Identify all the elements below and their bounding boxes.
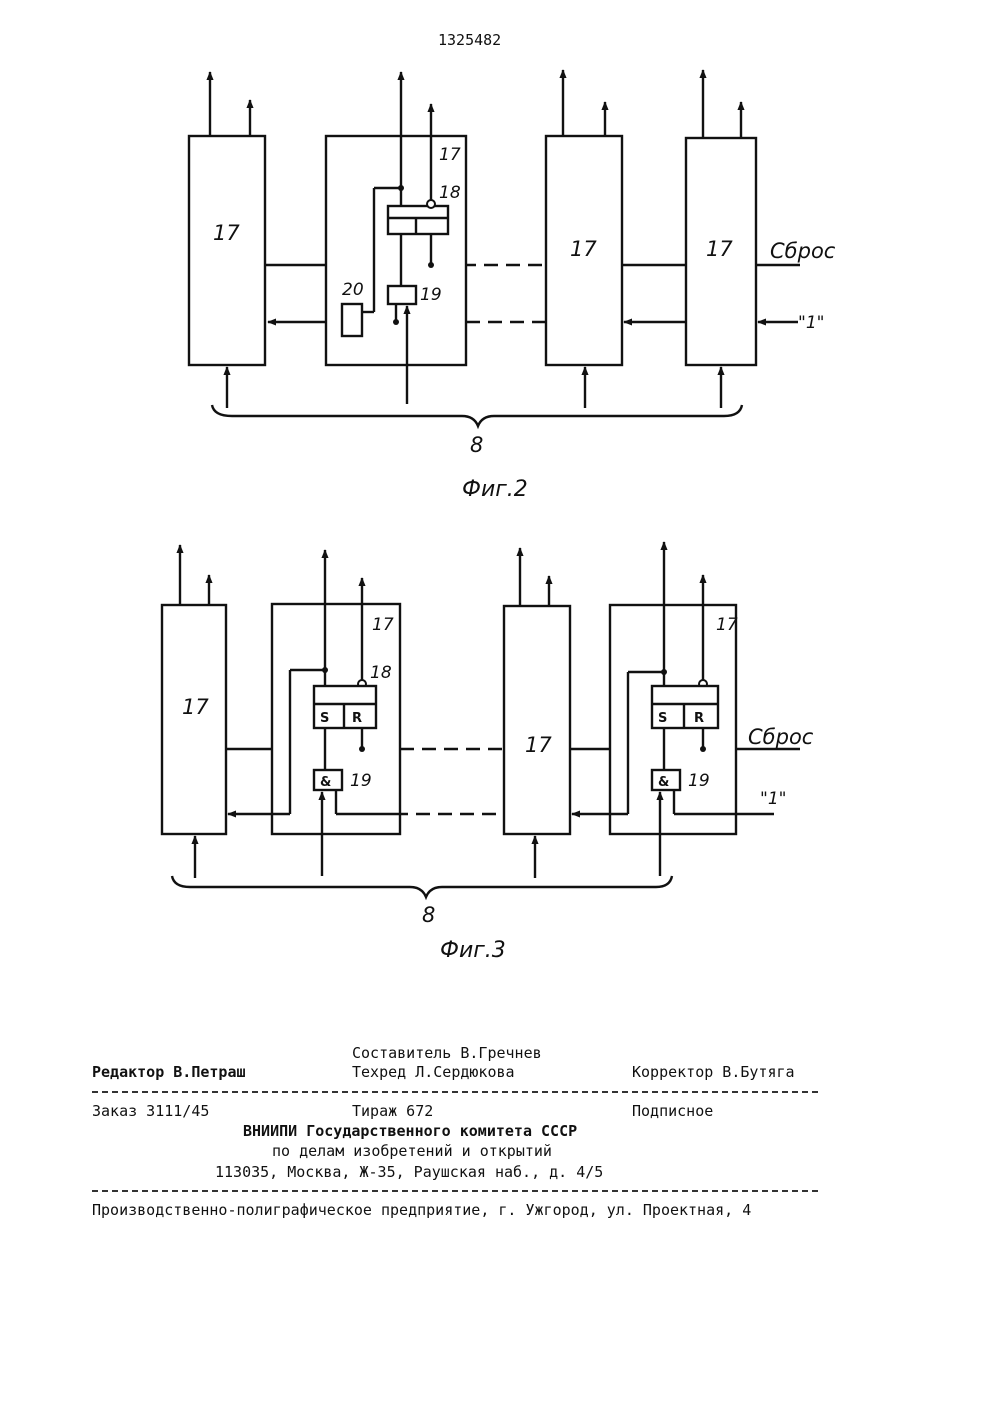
- fig2-trigger-label: 18: [439, 183, 461, 203]
- org-line-2: по делам изобретений и открытий: [272, 1142, 552, 1160]
- fig3-one-label: "1": [760, 789, 786, 809]
- fig2-block-4-label: 17: [706, 237, 733, 261]
- fig2-block-1: [189, 136, 265, 365]
- fig3-block-2-s-label: S: [320, 711, 329, 726]
- techred: Техред Л.Сердюкова: [352, 1063, 515, 1081]
- fig3-bus-label: 8: [422, 903, 435, 927]
- fig3-block-3: [504, 606, 570, 834]
- fig2-block-1-label: 17: [213, 221, 240, 245]
- figure-3: 17 S R & 17 18 19 17: [162, 542, 814, 963]
- fig3-block-2-r-label: R: [352, 711, 362, 726]
- fig3-block-2-trigger-label: 18: [370, 663, 392, 683]
- corrector: Корректор В.Бутяга: [632, 1063, 795, 1081]
- printer: Производственно-полиграфическое предприя…: [92, 1201, 751, 1219]
- fig3-block-4-s-label: S: [658, 711, 667, 726]
- fig3-block-2-label: 17: [372, 615, 394, 635]
- fig2-one-label: "1": [798, 313, 824, 333]
- fig2-block-2-label: 17: [439, 145, 461, 165]
- fig3-block-1-label: 17: [182, 695, 209, 719]
- fig3-block-4-label: 17: [716, 615, 738, 635]
- fig2-trigger-18: [388, 206, 448, 234]
- fig2-gate-19: [388, 286, 416, 304]
- fig3-bus-brace: [172, 876, 672, 897]
- subscription: Подписное: [632, 1102, 713, 1120]
- fig2-reset-label: Сброс: [770, 239, 836, 263]
- fig2-block-3-label: 17: [570, 237, 597, 261]
- fig3-block-4-and-label: &: [658, 775, 669, 790]
- fig3-block-4-r-label: R: [694, 711, 704, 726]
- fig3-reset-label: Сброс: [748, 725, 814, 749]
- divider-2: [92, 1190, 818, 1192]
- figure-2: 17 17 18 19 20 17: [189, 70, 836, 502]
- fig2-gate-label: 19: [420, 285, 442, 305]
- fig2-bus-brace: [212, 405, 742, 426]
- drawing-sheet: 1325482 17: [0, 0, 1000, 1030]
- editor: Редактор В.Петраш: [92, 1063, 246, 1081]
- fig3-caption: Фиг.3: [440, 938, 506, 963]
- fig2-bus-label: 8: [470, 433, 483, 457]
- address: 113035, Москва, Ж-35, Раушская наб., д. …: [215, 1163, 603, 1181]
- composer: Составитель В.Гречнев: [352, 1044, 542, 1062]
- fig2-element-label: 20: [342, 280, 364, 300]
- fig3-block-3-label: 17: [525, 733, 552, 757]
- fig3-block-1: [162, 605, 226, 834]
- fig2-element-20: [342, 304, 362, 336]
- org-line-1: ВНИИПИ Государственного комитета СССР: [243, 1122, 577, 1140]
- divider-1: [92, 1091, 818, 1093]
- fig2-caption: Фиг.2: [462, 477, 528, 502]
- patent-number: 1325482: [438, 31, 501, 49]
- fig3-block-2-and-label: &: [320, 775, 331, 790]
- fig3-block-4-gate-label: 19: [688, 771, 710, 791]
- fig3-block-2-gate-label: 19: [350, 771, 372, 791]
- order: Заказ 3111/45: [92, 1102, 209, 1120]
- circulation: Тираж 672: [352, 1102, 433, 1120]
